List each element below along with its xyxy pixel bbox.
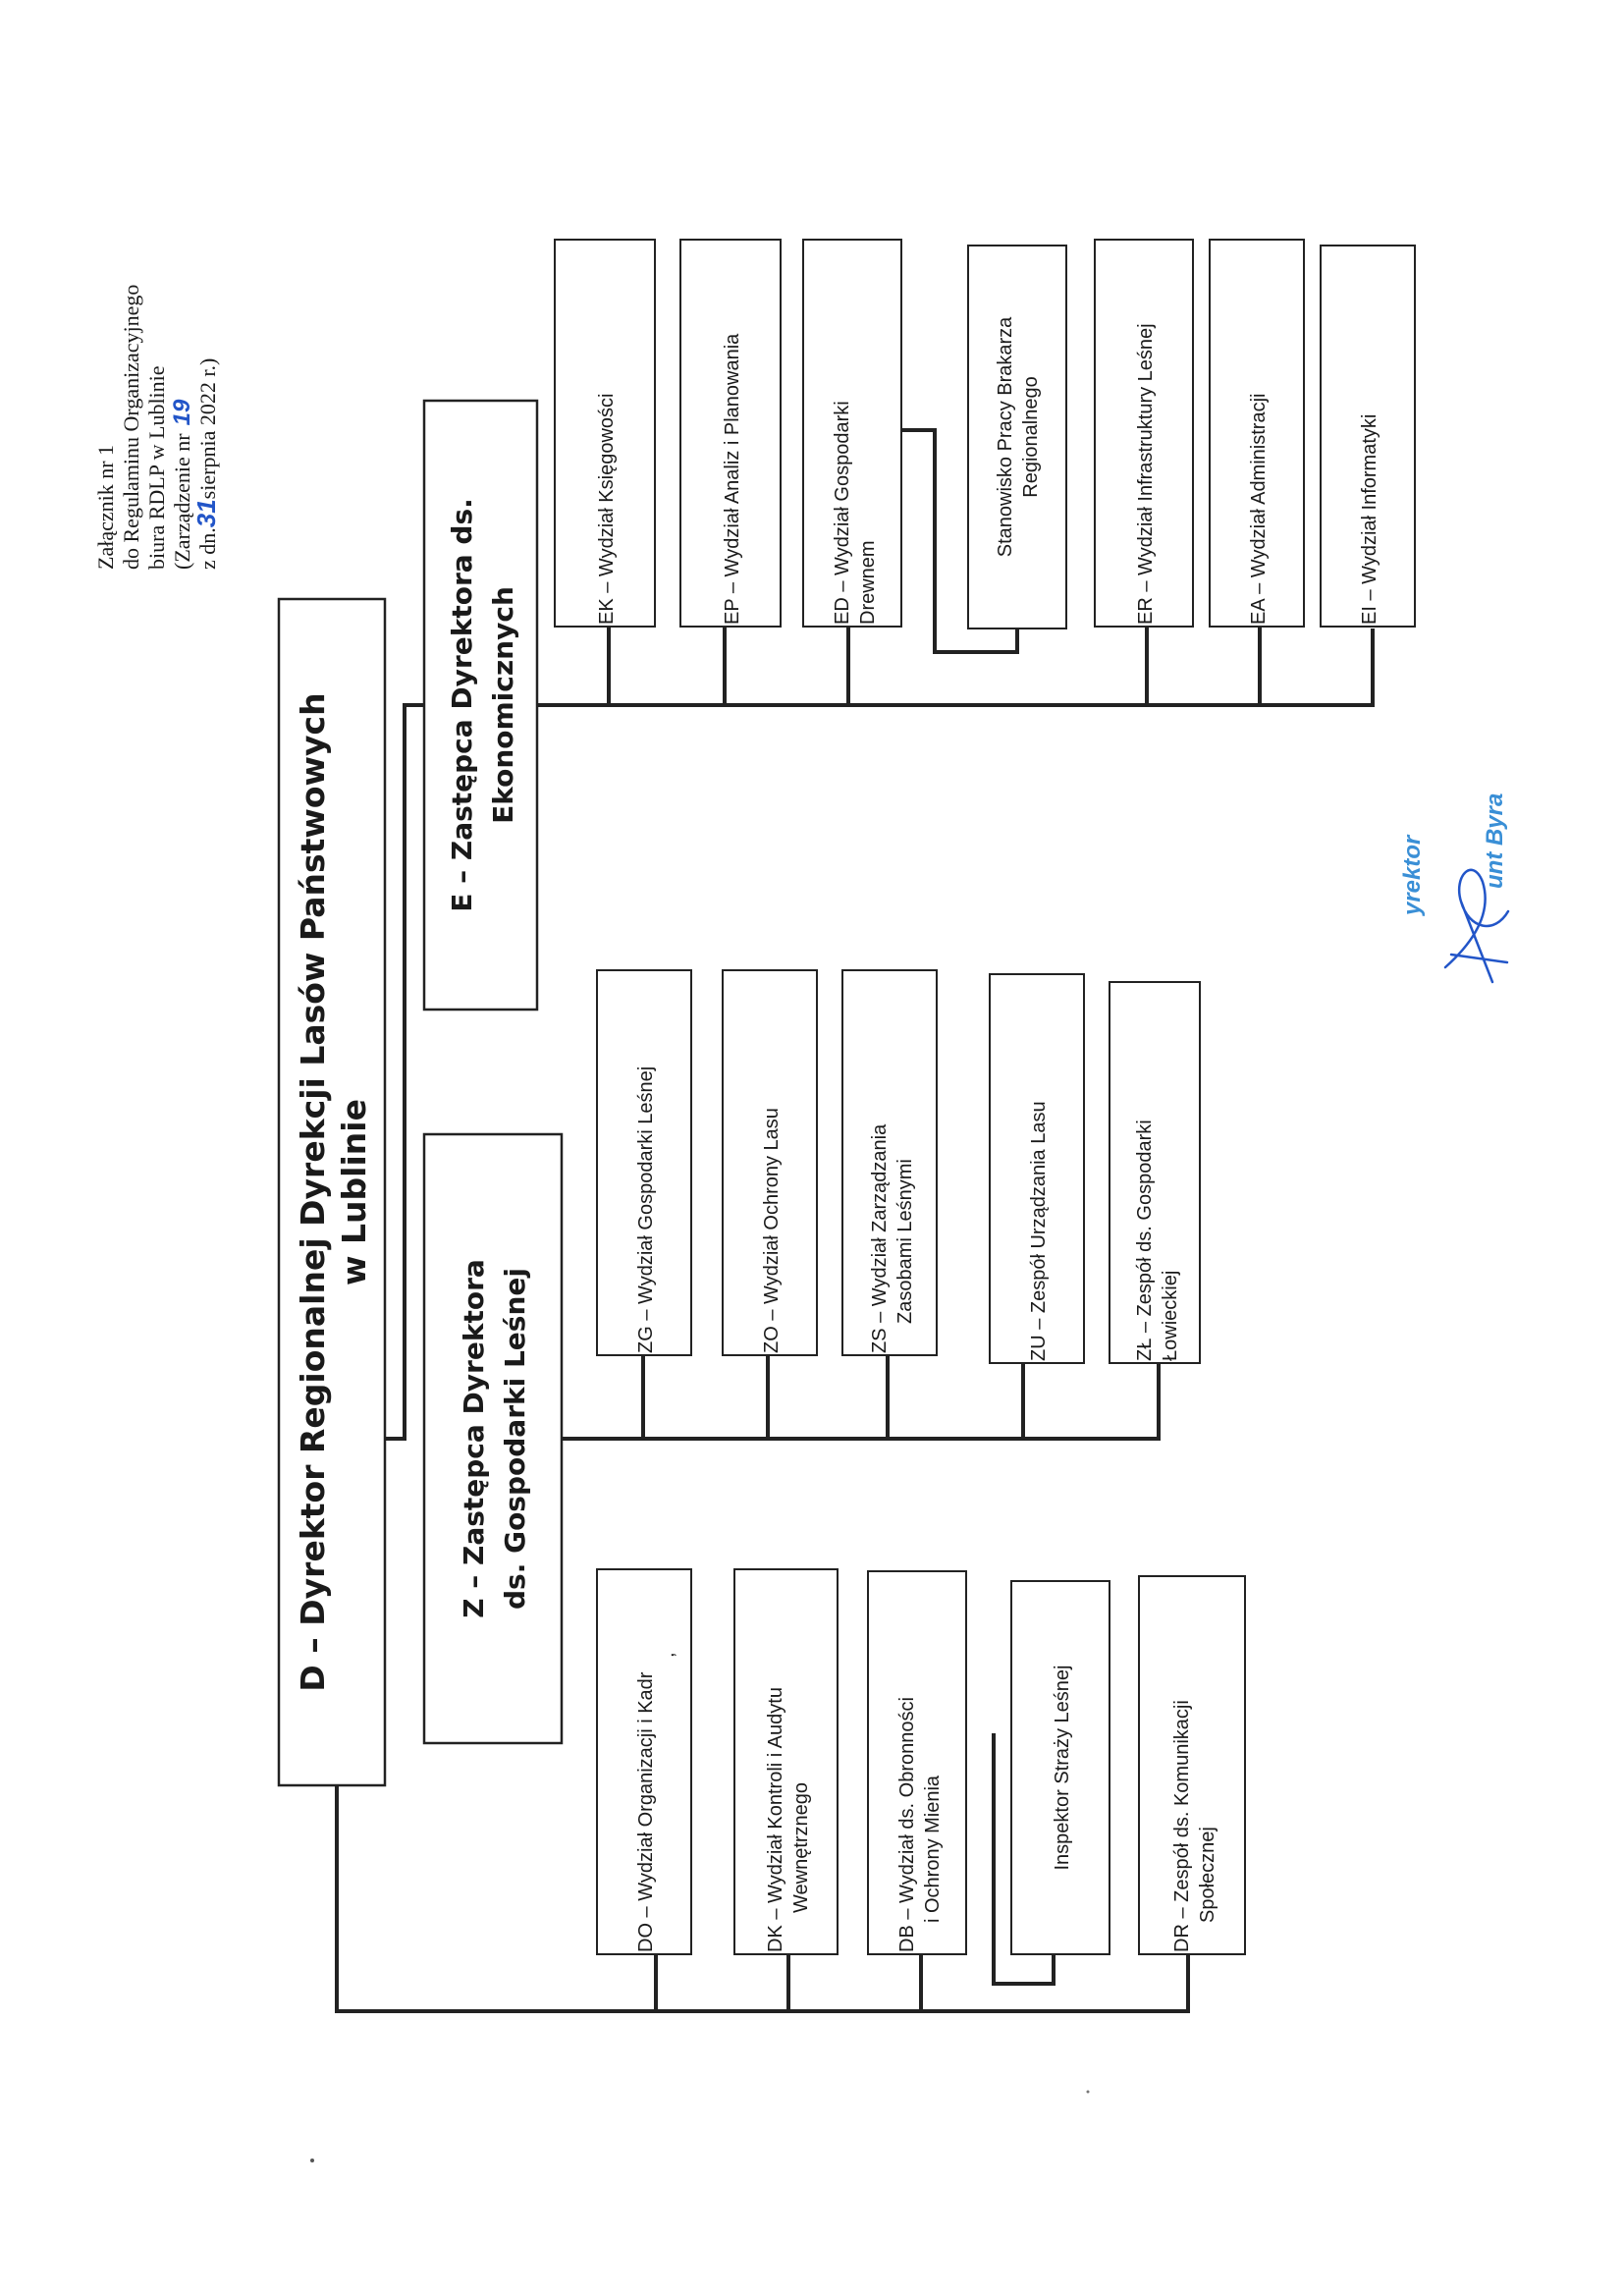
connector-director-deputies	[385, 703, 424, 1441]
unit-ei: EI – Wydział Informatyki	[1320, 245, 1416, 628]
unit-ei-label: EI – Wydział Informatyki	[1359, 414, 1380, 625]
unit-zo: ZO – Wydział Ochrony Lasu	[722, 969, 818, 1356]
annex-line-5: z dn.31sierpnia 2022 r.)	[191, 358, 221, 570]
director-location: w Lublinie	[335, 1099, 373, 1285]
unit-ep: EP – Wydział Analiz i Planowania	[679, 239, 782, 628]
annex-line-4: (Zarządzenie nr 19	[169, 399, 195, 570]
annex-note: Załącznik nr 1 do Regulaminu Organizacyj…	[93, 285, 221, 570]
signature-name: unt Byra	[1482, 793, 1508, 889]
unit-zl: ZŁ – Zespół ds. Gospodarki Łowieckiej	[1109, 981, 1201, 1364]
annex-line-5-suffix: sierpnia 2022 r.)	[195, 358, 220, 500]
unit-do-label: DO – Wydział Organizacji i Kadr	[635, 1671, 657, 1952]
annex-handwritten-number: 19	[169, 399, 195, 425]
director-title: D – Dyrektor Regionalnej Dyrekcji Lasów …	[294, 692, 332, 1691]
unit-brakarz: Stanowisko Pracy Brakarza Regionalnego	[967, 245, 1067, 629]
unit-brakarz-label-2: Regionalnego	[1020, 376, 1042, 497]
unit-zo-label: ZO – Wydział Ochrony Lasu	[761, 1108, 783, 1353]
unit-zu-label: ZU – Zespół Urządzania Lasu	[1028, 1101, 1050, 1361]
d-units: DO – Wydział Organizacji i Kadr , DK – W…	[596, 1568, 1246, 1955]
connector-inspector	[992, 1733, 1056, 1986]
unit-dk: DK – Wydział Kontroli i Audytu Wewnętrzn…	[733, 1568, 839, 1955]
signature-stamp: yrektor unt Byra	[1399, 793, 1510, 984]
annex-handwritten-day: 31	[191, 499, 221, 527]
connector-brakarz	[901, 428, 1019, 654]
deputy-e-node: E – Zastępca Dyrektora ds. Ekonomicznych	[422, 399, 539, 1011]
unit-dr-label-2: Społecznej	[1197, 1827, 1218, 1923]
unit-ea: EA – Wydział Administracji	[1209, 239, 1305, 628]
deputy-z-title: Z – Zastępca Dyrektora	[458, 1259, 490, 1618]
unit-db-label-2: i Ochrony Mienia	[922, 1775, 944, 1923]
e-units: EK – Wydział Księgowości EP – Wydział An…	[554, 239, 1416, 629]
deputy-e-title: E – Zastępca Dyrektora ds.	[446, 498, 478, 911]
scan-speck	[310, 2159, 314, 2162]
annex-line-2: do Regulaminu Organizacyjnego	[119, 285, 143, 570]
connector-z-units	[562, 1363, 1161, 1441]
unit-ed-label-2: Drewnem	[857, 540, 879, 625]
deputy-z-node: Z – Zastępca Dyrektora ds. Gospodarki Le…	[422, 1132, 564, 1745]
unit-zl-label-2: Łowieckiej	[1160, 1271, 1181, 1361]
deputy-z-scope: ds. Gospodarki Leśnej	[499, 1268, 531, 1610]
unit-db: DB – Wydział ds. Obronności i Ochrony Mi…	[867, 1570, 967, 1955]
unit-db-label: DB – Wydział ds. Obronności	[896, 1697, 918, 1952]
handwritten-signature	[1443, 868, 1510, 984]
unit-er-label: ER – Wydział Infrastruktury Leśnej	[1135, 323, 1157, 625]
scan-speck	[1086, 2090, 1090, 2094]
unit-do: DO – Wydział Organizacji i Kadr ,	[596, 1568, 692, 1955]
signature-title: yrektor	[1399, 834, 1426, 916]
unit-do-label-2: ,	[657, 1652, 678, 1658]
unit-dk-label-2: Wewnętrznego	[790, 1782, 812, 1913]
unit-er: ER – Wydział Infrastruktury Leśnej	[1094, 239, 1194, 628]
unit-dr-label: DR – Zespół ds. Komunikacji	[1171, 1700, 1193, 1952]
unit-inspector-label: Inspektor Straży Leśnej	[1052, 1666, 1073, 1871]
unit-zg-label: ZG – Wydział Gospodarki Leśnej	[635, 1066, 657, 1353]
unit-ep-label: EP – Wydział Analiz i Planowania	[722, 333, 743, 625]
unit-inspector: Inspektor Straży Leśnej	[1010, 1580, 1110, 1955]
unit-zs-label-2: Zasobami Leśnymi	[894, 1159, 916, 1324]
unit-dk-label: DK – Wydział Kontroli i Audytu	[765, 1687, 786, 1952]
director-node: D – Dyrektor Regionalnej Dyrekcji Lasów …	[277, 597, 387, 1787]
unit-ed: ED – Wydział Gospodarki Drewnem	[802, 239, 902, 628]
annex-line-1: Załącznik nr 1	[93, 445, 118, 570]
unit-zs: ZS – Wydział Zarządzania Zasobami Leśnym…	[841, 969, 938, 1356]
annex-line-4-prefix: (Zarządzenie nr	[170, 433, 194, 570]
annex-line-5-prefix: z dn.	[195, 527, 220, 570]
z-units: ZG – Wydział Gospodarki Leśnej ZO – Wydz…	[596, 969, 1201, 1364]
unit-zg: ZG – Wydział Gospodarki Leśnej	[596, 969, 692, 1356]
unit-ea-label: EA – Wydział Administracji	[1248, 394, 1270, 625]
annex-line-3: biura RDLP w Lublinie	[144, 365, 169, 570]
unit-zl-label: ZŁ – Zespół ds. Gospodarki	[1134, 1120, 1156, 1361]
unit-ek: EK – Wydział Księgowości	[554, 239, 656, 628]
unit-dr: DR – Zespół ds. Komunikacji Społecznej	[1138, 1575, 1246, 1955]
deputy-e-scope: Ekonomicznych	[487, 586, 519, 824]
unit-ek-label: EK – Wydział Księgowości	[596, 394, 618, 625]
connector-e-units	[537, 629, 1375, 707]
unit-zu: ZU – Zespół Urządzania Lasu	[989, 973, 1085, 1364]
unit-zs-label: ZS – Wydział Zarządzania	[869, 1123, 891, 1353]
unit-ed-label: ED – Wydział Gospodarki	[832, 401, 853, 625]
unit-brakarz-label: Stanowisko Pracy Brakarza	[995, 316, 1016, 557]
